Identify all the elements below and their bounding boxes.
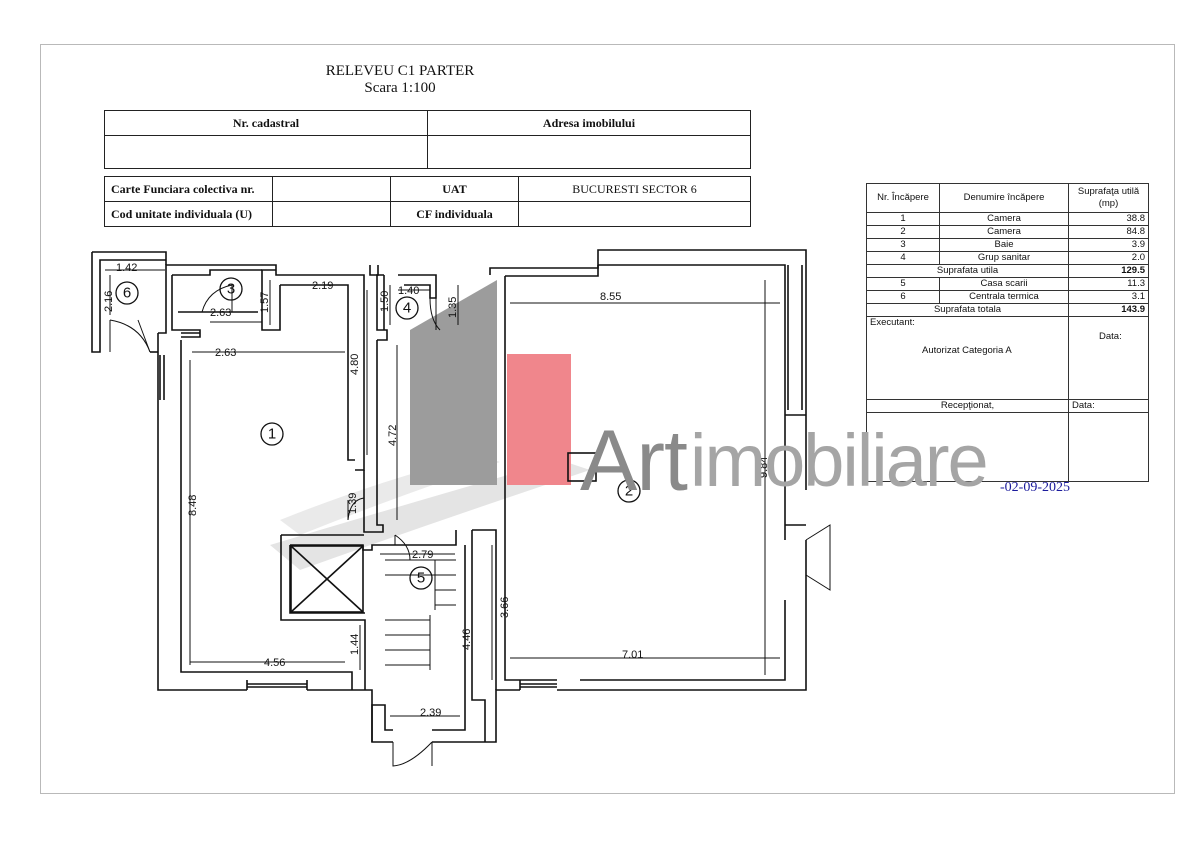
document-scale: Scara 1:100 xyxy=(364,80,436,96)
room-markers xyxy=(115,277,641,590)
dimension-lines xyxy=(105,269,780,717)
signature-row xyxy=(866,412,1149,482)
dim-label: 4.46 xyxy=(461,629,473,650)
dim-label: 1.50 xyxy=(379,291,391,312)
uat-value: BUCURESTI SECTOR 6 xyxy=(518,176,751,202)
room-number: 2 xyxy=(625,483,633,500)
total-row: Suprafata totala 143.9 xyxy=(866,303,1149,317)
dim-label: 1.39 xyxy=(347,493,359,514)
dim-label: 3.66 xyxy=(499,597,511,618)
receptionat-date-value xyxy=(1068,412,1149,482)
receptionat-signature xyxy=(866,412,1069,482)
executant-cell: Executant: Autorizat Categoria A xyxy=(866,316,1069,400)
rooms-table: Nr. Încăpere Denumire încăpere Suprafaţa… xyxy=(866,183,1149,482)
dim-label: 2.16 xyxy=(103,291,115,312)
dim-label: 2.39 xyxy=(420,707,441,719)
stairs xyxy=(385,559,456,670)
dim-label: 7.01 xyxy=(622,649,643,661)
dim-label: 1.57 xyxy=(259,292,271,313)
dim-label: 1.42 xyxy=(116,262,137,274)
address-label: Adresa imobilului xyxy=(427,110,751,136)
cf-individuala-label: CF individuala xyxy=(390,201,519,227)
rooms-header-name: Denumire încăpere xyxy=(939,183,1069,213)
room-number: 5 xyxy=(417,570,425,587)
document-title: RELEVEU C1 PARTER xyxy=(325,63,475,79)
watermark-red-block xyxy=(507,354,571,485)
dim-label: 1.44 xyxy=(349,634,361,655)
executant-label: Executant: xyxy=(870,317,915,328)
autorizat-label: Autorizat Categoria A xyxy=(922,345,1012,356)
document-frame xyxy=(40,44,1175,794)
dim-label: 2.79 xyxy=(412,549,433,561)
rooms-header-nr: Nr. Încăpere xyxy=(866,183,940,213)
doors xyxy=(109,284,831,767)
dim-label: 9.84 xyxy=(758,457,770,478)
cod-unitate-label: Cod unitate individuala (U) xyxy=(104,201,273,227)
room-number: 3 xyxy=(227,281,235,298)
room-number: 4 xyxy=(403,300,411,317)
dim-label: 8.55 xyxy=(600,291,621,303)
dim-label: 4.56 xyxy=(264,657,285,669)
dim-label: 2.63 xyxy=(210,307,231,319)
dim-label: 8.48 xyxy=(187,495,199,516)
room-number: 6 xyxy=(123,285,131,302)
dim-label: 4.72 xyxy=(387,425,399,446)
cadastral-value xyxy=(104,135,428,169)
table-row: 3 Baie 3.9 xyxy=(866,238,1149,252)
receptionat-row: Recepţionat, Data: xyxy=(866,399,1149,413)
dim-label: 1.35 xyxy=(447,297,459,318)
dimension-labels: 1.42 2.16 2.63 1.57 2.19 1.50 1.40 1.35 … xyxy=(103,262,770,719)
dim-label: 2.19 xyxy=(312,280,333,292)
dim-label: 2.63 xyxy=(215,347,236,359)
address-value xyxy=(427,135,751,169)
dim-label: 1.40 xyxy=(398,285,419,297)
table-row: 5 Casa scarii 11.3 xyxy=(866,277,1149,291)
document-date: -02-09-2025 xyxy=(1000,480,1070,495)
executant-data: Data: xyxy=(1068,316,1149,400)
land-register-table: Carte Funciara colectiva nr. UAT BUCURES… xyxy=(104,176,751,227)
table-row: 2 Camera 84.8 xyxy=(866,225,1149,239)
executant-row: Executant: Autorizat Categoria A Data: xyxy=(866,316,1149,400)
rooms-header-area: Suprafaţa utilă (mp) xyxy=(1068,183,1149,213)
watermark-brand: Art xyxy=(580,413,688,509)
dim-label: 4.80 xyxy=(349,354,361,375)
table-row: 4 Grup sanitar 2.0 xyxy=(866,251,1149,265)
watermark-grey-block xyxy=(410,280,497,485)
walls xyxy=(91,249,807,743)
cf-individuala-value xyxy=(518,201,751,227)
watermark-logo xyxy=(410,280,571,485)
room-number: 1 xyxy=(268,426,276,443)
watermark-suffix: imobiliare xyxy=(690,419,989,502)
cadastral-table: Nr. cadastral Adresa imobilului xyxy=(104,110,751,169)
cod-unitate-value xyxy=(272,201,391,227)
